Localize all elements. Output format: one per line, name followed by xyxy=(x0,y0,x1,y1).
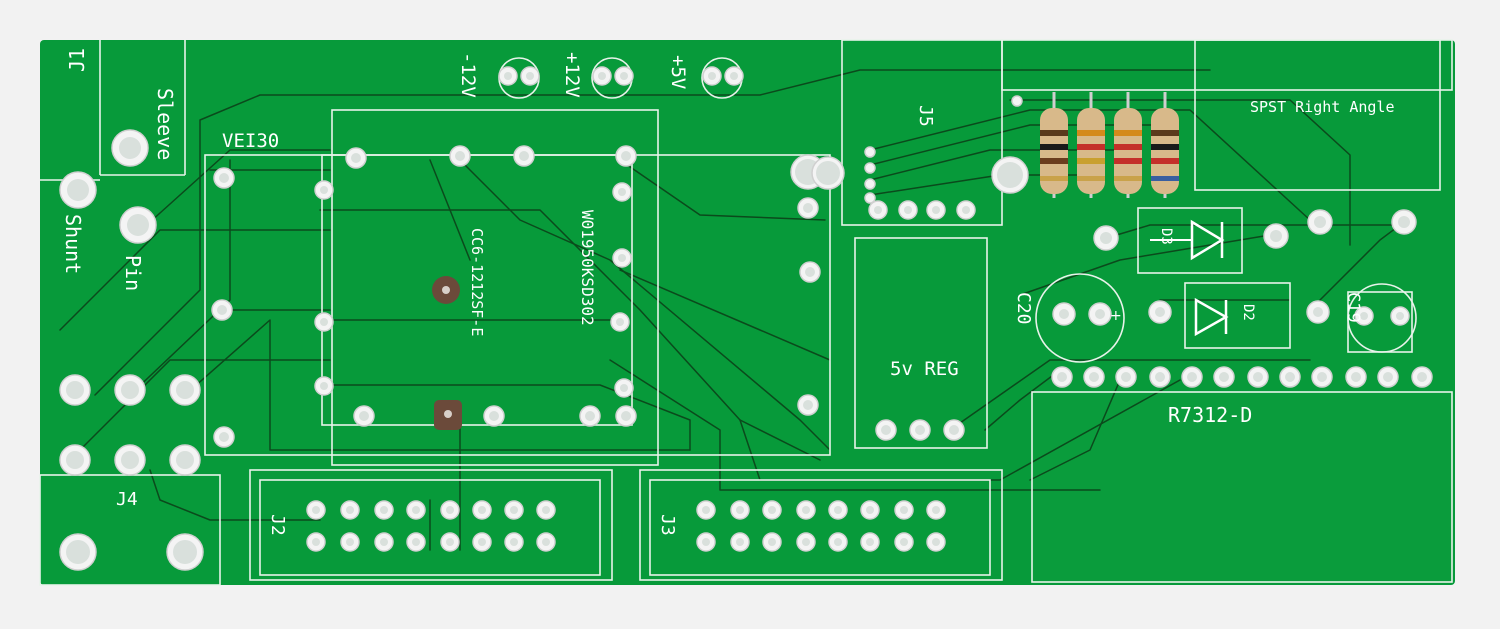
label-cc6: CC6-1212SF-E xyxy=(468,228,486,336)
label-w0195: W01950KSD302 xyxy=(578,210,597,326)
label-c19: C19 xyxy=(1343,292,1363,323)
resistor-band xyxy=(1077,158,1105,164)
resistor-band xyxy=(1077,176,1105,181)
silkscreen-outlines xyxy=(39,39,1453,586)
traces xyxy=(59,69,1401,551)
label-c20: C20 xyxy=(1013,292,1034,325)
silkscreen-labels: J1 Sleeve Shunt Pin VEI30 -12V +12V +5V … xyxy=(61,48,1395,536)
diode-d2-symbol xyxy=(1194,297,1229,337)
resistor-band xyxy=(1114,144,1142,150)
resistor-band xyxy=(1114,130,1142,136)
resistor-band xyxy=(1151,144,1179,150)
j3-header-pads xyxy=(696,500,946,552)
label-j1: J1 xyxy=(65,48,89,72)
resistor-band xyxy=(1114,158,1142,164)
pads xyxy=(59,66,1433,571)
resistor-1 xyxy=(1040,92,1068,198)
label-j2: J2 xyxy=(267,514,288,536)
label-vei30: VEI30 xyxy=(222,130,279,152)
resistor-band xyxy=(1040,144,1068,150)
resistor-band xyxy=(1151,176,1179,181)
label-5v-reg: 5v REG xyxy=(890,358,959,380)
resistors xyxy=(1040,92,1179,198)
label-spst: SPST Right Angle xyxy=(1250,98,1395,116)
label-sleeve: Sleeve xyxy=(153,88,177,160)
resistor-2 xyxy=(1077,92,1105,198)
label-pin: Pin xyxy=(121,255,145,291)
label-j4: J4 xyxy=(116,489,138,510)
resistor-band xyxy=(1077,144,1105,150)
label-d3: D3 xyxy=(1158,228,1174,245)
label-j5: J5 xyxy=(915,105,936,127)
resistor-band xyxy=(1040,176,1068,181)
label-r7312-d: R7312-D xyxy=(1168,403,1252,427)
label-d2: D2 xyxy=(1240,304,1256,321)
diode-d3-symbol xyxy=(1150,219,1225,261)
r7312-pin-row xyxy=(1051,366,1433,388)
resistor-band xyxy=(1040,158,1068,164)
label-j3: J3 xyxy=(657,514,678,536)
label-minus12v: -12V xyxy=(457,52,479,98)
resistor-band xyxy=(1040,130,1068,136)
label-shunt: Shunt xyxy=(61,214,85,274)
resistor-band xyxy=(1114,176,1142,181)
label-c20-polarity: + xyxy=(1110,308,1122,324)
j2-header-pads xyxy=(306,500,556,552)
label-plus12v: +12V xyxy=(561,52,583,98)
label-plus5v: +5V xyxy=(667,55,689,89)
resistor-band xyxy=(1077,130,1105,136)
resistor-band xyxy=(1151,130,1179,136)
resistor-4 xyxy=(1151,92,1179,198)
resistor-3 xyxy=(1114,92,1142,198)
resistor-band xyxy=(1151,158,1179,164)
